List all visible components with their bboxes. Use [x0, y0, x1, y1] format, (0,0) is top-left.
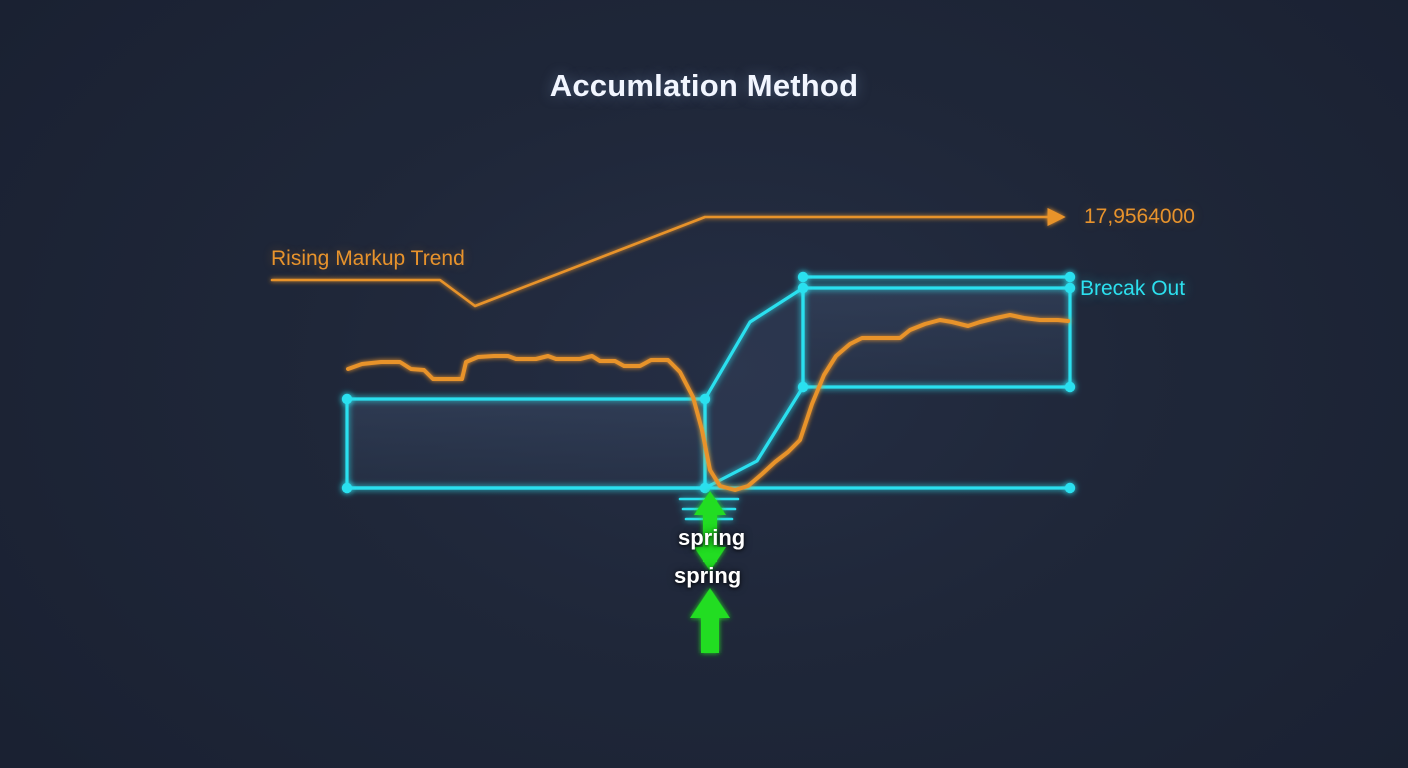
price-action-line: [346, 313, 1070, 492]
break-out-label: Brecak Out: [1080, 277, 1186, 300]
rising-markup-trendline: [270, 207, 1066, 308]
spring-lower-label: spring: [674, 563, 742, 588]
accumulation-zone-left-fill: [347, 399, 705, 488]
zone-corner-markers: [341, 271, 1076, 494]
rising-markup-trend-label: Rising Markup Trend: [271, 247, 465, 270]
value-target-label: 17,9564000: [1084, 205, 1195, 228]
markup-leg-fill: [705, 288, 803, 488]
spring-recovery-path: [703, 286, 805, 490]
spring-double-arrow: [694, 491, 726, 571]
spring-up-arrow: [690, 588, 730, 653]
page-title: Accumlation Method: [549, 68, 859, 103]
breakout-zone-right-fill: [803, 288, 1070, 387]
spring-upper-label: spring: [678, 525, 746, 550]
